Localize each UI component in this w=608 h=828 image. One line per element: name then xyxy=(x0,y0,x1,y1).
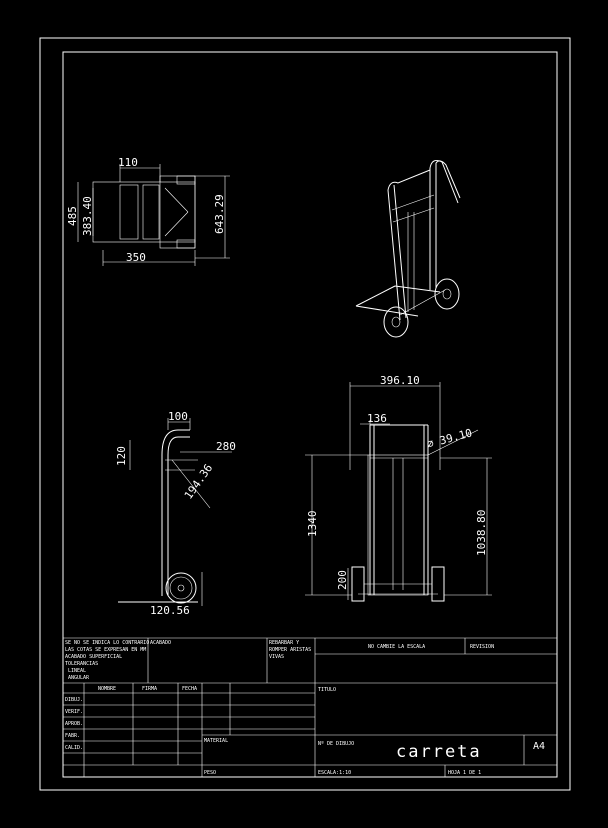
row-fabr: FABR. xyxy=(65,733,80,739)
header-nombre: NOMBRE xyxy=(98,686,116,692)
hoja-label: HOJA 1 DE 1 xyxy=(448,770,481,776)
dim-front-1038: 1038.80 xyxy=(475,510,488,556)
outer-border xyxy=(39,37,571,791)
title-block xyxy=(63,637,557,777)
n-dibujo-label: Nº DE DIBUJO xyxy=(318,741,354,747)
note-line-4: TOLERANCIAS xyxy=(65,661,98,667)
row-verif: VERIF. xyxy=(65,709,83,715)
inner-border xyxy=(62,51,558,778)
note-line-5: LINEAL xyxy=(68,668,86,674)
no-cambie-label: NO CAMBIE LA ESCALA xyxy=(368,644,425,650)
rebarbar-line-2: ROMPER ARISTAS xyxy=(269,647,311,653)
dim-front-136: 136 xyxy=(367,412,387,425)
rebarbar-line-3: VIVAS xyxy=(269,654,284,660)
dim-front-1340: 1340 xyxy=(306,511,319,538)
isometric-view xyxy=(355,160,461,338)
row-dibuj: DIBUJ. xyxy=(65,697,83,703)
dim-side-120-56: 120.56 xyxy=(150,604,190,617)
sheet-size: A4 xyxy=(533,741,545,752)
acabado-label: ACABADO xyxy=(150,640,171,646)
dim-front-39: ∅ 39.10 xyxy=(425,426,473,451)
header-firma: FIRMA xyxy=(142,686,157,692)
dim-side-100: 100 xyxy=(168,410,188,423)
revision-label: REVISION xyxy=(470,644,494,650)
dim-front-200: 200 xyxy=(336,570,349,590)
row-calid: CALID. xyxy=(65,745,83,751)
drawing-name: carreta xyxy=(396,742,482,762)
titulo-label: TITULO xyxy=(318,687,336,693)
dim-side-120: 120 xyxy=(115,446,128,466)
escala-label: ESCALA:1:10 xyxy=(318,770,351,776)
header-fecha: FECHA xyxy=(182,686,197,692)
side-view xyxy=(118,418,232,606)
front-view xyxy=(305,382,492,602)
rebarbar-line-1: REBARBAR Y xyxy=(269,640,299,646)
dim-top-350: 350 xyxy=(126,251,146,264)
top-view xyxy=(77,164,230,266)
dim-top-485: 485 xyxy=(66,206,79,226)
note-line-1: SE NO SE INDICA LO CONTRARIO xyxy=(65,640,149,646)
dim-top-643: 643.29 xyxy=(213,194,226,234)
note-line-6: ANGULAR xyxy=(68,675,90,681)
dim-front-396: 396.10 xyxy=(380,374,420,387)
dim-side-280: 280 xyxy=(216,440,236,453)
note-line-3: ACABADO SUPERFICIAL xyxy=(65,654,122,660)
dim-top-110: 110 xyxy=(118,156,138,169)
dim-side-194: 194.36 xyxy=(182,462,215,502)
material-label: MATERIAL xyxy=(204,738,228,744)
note-line-2: LAS COTAS SE EXPRESAN EN MM xyxy=(65,647,146,653)
row-aprob: APROB. xyxy=(65,721,83,727)
peso-label: PESO xyxy=(204,770,216,776)
dim-top-383: 383.40 xyxy=(81,196,94,236)
